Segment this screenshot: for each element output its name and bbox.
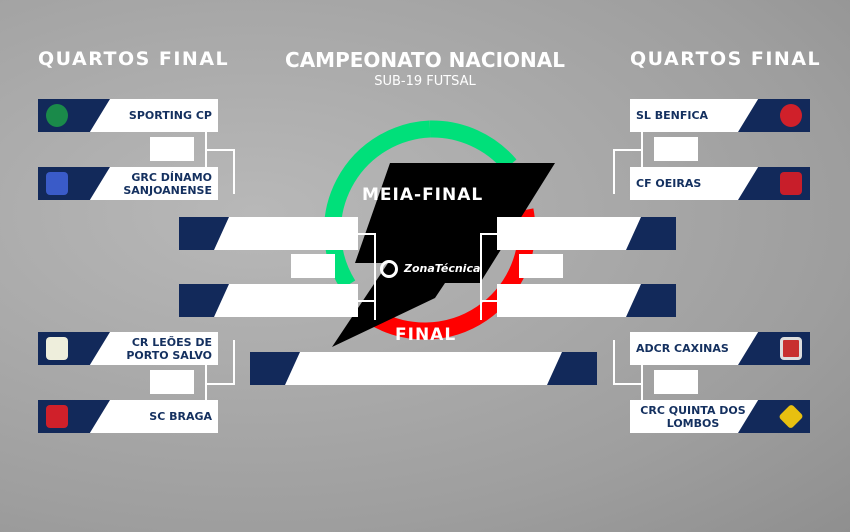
semifinal-slot [179, 217, 358, 250]
team-slot-oeiras: CF OEIRAS [630, 167, 810, 200]
caxinas-logo-icon [780, 337, 802, 360]
page-title: CAMPEONATO NACIONAL [285, 48, 565, 72]
score-box [654, 370, 698, 394]
oeiras-logo-icon [780, 172, 802, 195]
team-slot-braga: SC BRAGA [38, 400, 218, 433]
team-slot-sporting: SPORTING CP [38, 99, 218, 132]
final-label: FINAL [395, 325, 457, 345]
team-slot-caxinas: ADCR CAXINAS [630, 332, 810, 365]
team-name: CRC QUINTA DOS LOMBOS [640, 403, 746, 430]
team-name: SL BENFICA [636, 109, 709, 122]
team-slot-leoes: CR LEÕES DE PORTO SALVO [38, 332, 218, 365]
score-box [654, 137, 698, 161]
team-name: SPORTING CP [128, 109, 212, 122]
score-box [519, 254, 563, 278]
semifinal-slot [497, 217, 676, 250]
benfica-logo-icon [780, 104, 802, 127]
zonatecnica-icon [380, 260, 398, 278]
semifinal-slot [179, 284, 358, 317]
page-subtitle: SUB-19 FUTSAL [374, 74, 476, 89]
team-name: ADCR CAXINAS [636, 342, 729, 355]
team-slot-dinamo: GRC DÍNAMO SANJOANENSE [38, 167, 218, 200]
right-round-title: QUARTOS FINAL [630, 48, 822, 70]
final-slot [250, 352, 597, 385]
sponsor-logo: ZonaTécnica [404, 262, 481, 275]
sporting-logo-icon [46, 104, 68, 127]
score-box [150, 137, 194, 161]
semifinal-slot [497, 284, 676, 317]
team-name: CF OEIRAS [636, 177, 702, 190]
team-name: CR LEÕES DE PORTO SALVO [126, 335, 212, 362]
score-box [150, 370, 194, 394]
left-round-title: QUARTOS FINAL [38, 48, 230, 70]
team-name: SC BRAGA [149, 410, 212, 423]
team-name: GRC DÍNAMO SANJOANENSE [123, 170, 212, 197]
braga-logo-icon [46, 405, 68, 428]
team-slot-lombos: CRC QUINTA DOS LOMBOS [630, 400, 810, 433]
semifinal-label: MEIA-FINAL [362, 185, 484, 205]
score-box [291, 254, 335, 278]
dinamo-logo-icon [46, 172, 68, 195]
team-slot-benfica: SL BENFICA [630, 99, 810, 132]
leoes-logo-icon [46, 337, 68, 360]
